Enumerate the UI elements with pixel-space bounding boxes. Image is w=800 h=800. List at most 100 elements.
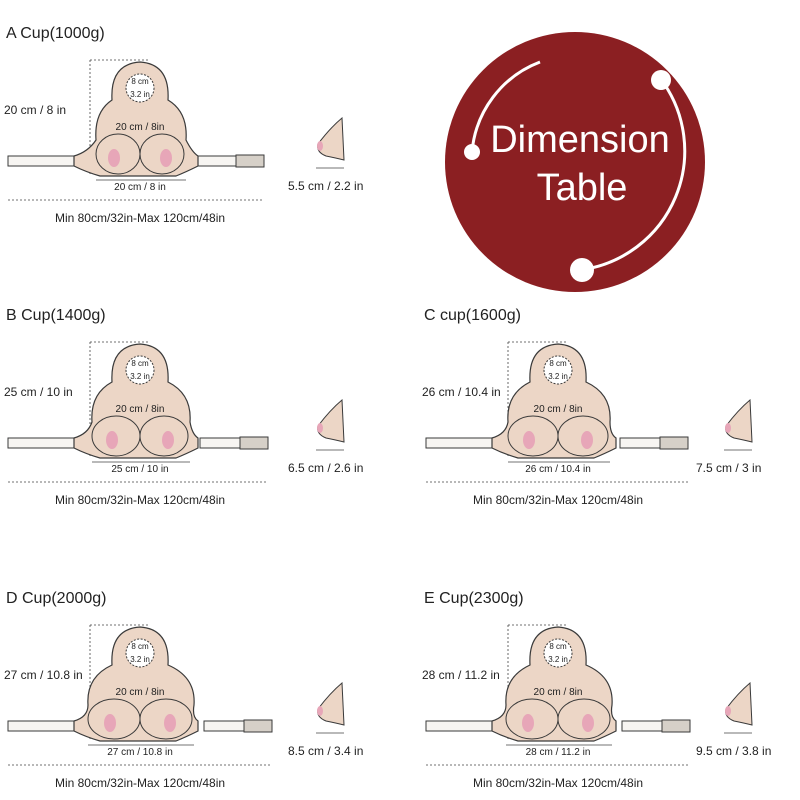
side-profile: 8.5 cm / 3.4 in <box>288 681 363 758</box>
width-label: 20 cm / 8 in <box>114 182 166 193</box>
badge-ring-arc-left <box>470 60 541 153</box>
mid-height-label: 20 cm / 8in <box>116 122 165 133</box>
depth-label: 9.5 cm / 3.8 in <box>696 744 771 758</box>
strap-range-label: Min 80cm/32in-Max 120cm/48in <box>55 776 225 790</box>
depth-label: 7.5 cm / 3 in <box>696 461 761 475</box>
right-strap <box>203 720 245 732</box>
mid-height-label: 20 cm / 8in <box>534 687 583 698</box>
cup-panel: A Cup(1000g) 20 cm / 8 in 8 cm 3.2 in 20 cm … <box>4 25 363 225</box>
left-nipple <box>106 431 118 449</box>
left-nipple <box>522 714 534 732</box>
mid-height-label: 20 cm / 8in <box>116 404 165 415</box>
neck-circle-cm: 8 cm <box>549 642 567 651</box>
neck-circle-cm: 8 cm <box>131 359 149 368</box>
cup-title: D Cup(2000g) <box>6 590 107 607</box>
strap-buckle <box>659 436 689 450</box>
strap-range-label: Min 80cm/32in-Max 120cm/48in <box>55 493 225 507</box>
side-profile: 6.5 cm / 2.6 in <box>288 398 363 475</box>
left-strap <box>425 720 497 732</box>
depth-label: 6.5 cm / 2.6 in <box>288 461 363 475</box>
right-strap <box>621 720 663 732</box>
left-strap <box>425 437 497 449</box>
left-strap <box>7 437 79 449</box>
badge-title-line2: Table <box>537 167 628 209</box>
side-profile: 9.5 cm / 3.8 in <box>696 681 771 758</box>
neck-circle-in: 3.2 in <box>130 655 150 664</box>
strap-range-label: Min 80cm/32in-Max 120cm/48in <box>55 211 225 225</box>
neck-circle-cm: 8 cm <box>131 642 149 651</box>
mid-height-label: 20 cm / 8in <box>116 687 165 698</box>
side-profile-shape <box>725 681 753 726</box>
cup-title: B Cup(1400g) <box>6 307 106 324</box>
mid-height-label: 20 cm / 8in <box>534 404 583 415</box>
depth-label: 5.5 cm / 2.2 in <box>288 179 363 193</box>
side-profile: 7.5 cm / 3 in <box>696 398 761 475</box>
height-label: 20 cm / 8 in <box>4 103 66 117</box>
neck-circle <box>543 638 573 668</box>
right-strap <box>199 437 241 449</box>
strap-range-label: Min 80cm/32in-Max 120cm/48in <box>473 493 643 507</box>
dimension-table-badge: Dimension Table <box>445 32 705 292</box>
side-profile-nipple <box>725 423 731 433</box>
side-profile-nipple <box>317 423 323 433</box>
side-profile-nipple <box>317 141 323 151</box>
depth-label: 8.5 cm / 3.4 in <box>288 744 363 758</box>
cup-panel: D Cup(2000g) 27 cm / 10.8 in 8 cm 3.2 in 20 … <box>4 590 363 790</box>
width-label: 25 cm / 10 in <box>111 464 168 475</box>
badge-title-line1: Dimension <box>490 119 670 161</box>
height-label: 27 cm / 10.8 in <box>4 668 83 682</box>
side-profile-nipple <box>317 706 323 716</box>
right-nipple <box>164 714 176 732</box>
right-nipple <box>582 714 594 732</box>
cup-title: C cup(1600g) <box>424 307 521 324</box>
side-profile-shape <box>725 398 753 443</box>
cup-panel: B Cup(1400g) 25 cm / 10 in 8 cm 3.2 in 20 cm… <box>4 307 363 507</box>
left-nipple <box>104 714 116 732</box>
neck-circle <box>125 355 155 385</box>
strap-buckle <box>243 719 273 733</box>
neck-circle-in: 3.2 in <box>548 655 568 664</box>
badge-disc <box>445 32 705 292</box>
height-label: 26 cm / 10.4 in <box>422 385 501 399</box>
strap-buckle <box>661 719 691 733</box>
width-label: 28 cm / 11.2 in <box>526 747 591 758</box>
neck-circle-cm: 8 cm <box>549 359 567 368</box>
left-nipple <box>108 149 120 167</box>
right-strap <box>195 155 237 167</box>
side-profile: 5.5 cm / 2.2 in <box>288 116 363 193</box>
width-label: 27 cm / 10.8 in <box>107 747 173 758</box>
neck-circle <box>125 638 155 668</box>
badge-ring-arc <box>579 77 687 272</box>
cup-title: E Cup(2300g) <box>424 590 524 607</box>
side-profile-shape <box>317 681 345 726</box>
cup-title: A Cup(1000g) <box>6 25 105 42</box>
neck-circle-cm: 8 cm <box>131 77 149 86</box>
left-strap <box>7 720 79 732</box>
strap-range-label: Min 80cm/32in-Max 120cm/48in <box>473 776 643 790</box>
right-nipple <box>162 431 174 449</box>
cup-panel: E Cup(2300g) 28 cm / 11.2 in 8 cm 3.2 in 20 … <box>422 590 771 790</box>
right-nipple <box>160 149 172 167</box>
left-nipple <box>523 431 535 449</box>
right-nipple <box>581 431 593 449</box>
badge-dot <box>651 70 671 90</box>
cup-panel: C cup(1600g) 26 cm / 10.4 in 8 cm 3.2 in 20 … <box>422 307 761 507</box>
badge-dot <box>570 258 594 282</box>
width-label: 26 cm / 10.4 in <box>525 464 591 475</box>
side-profile-nipple <box>725 706 731 716</box>
strap-buckle <box>235 154 265 168</box>
neck-circle <box>543 355 573 385</box>
neck-circle-in: 3.2 in <box>130 372 150 381</box>
left-strap <box>7 155 79 167</box>
strap-buckle <box>239 436 269 450</box>
cup-panels: A Cup(1000g) 20 cm / 8 in 8 cm 3.2 in 20 cm … <box>4 25 771 790</box>
badge-dot <box>464 144 480 160</box>
neck-circle-in: 3.2 in <box>548 372 568 381</box>
height-label: 28 cm / 11.2 in <box>422 668 500 682</box>
neck-circle-in: 3.2 in <box>130 90 150 99</box>
side-profile-shape <box>317 398 345 443</box>
neck-circle <box>125 73 155 103</box>
height-label: 25 cm / 10 in <box>4 385 73 399</box>
right-strap <box>619 437 661 449</box>
